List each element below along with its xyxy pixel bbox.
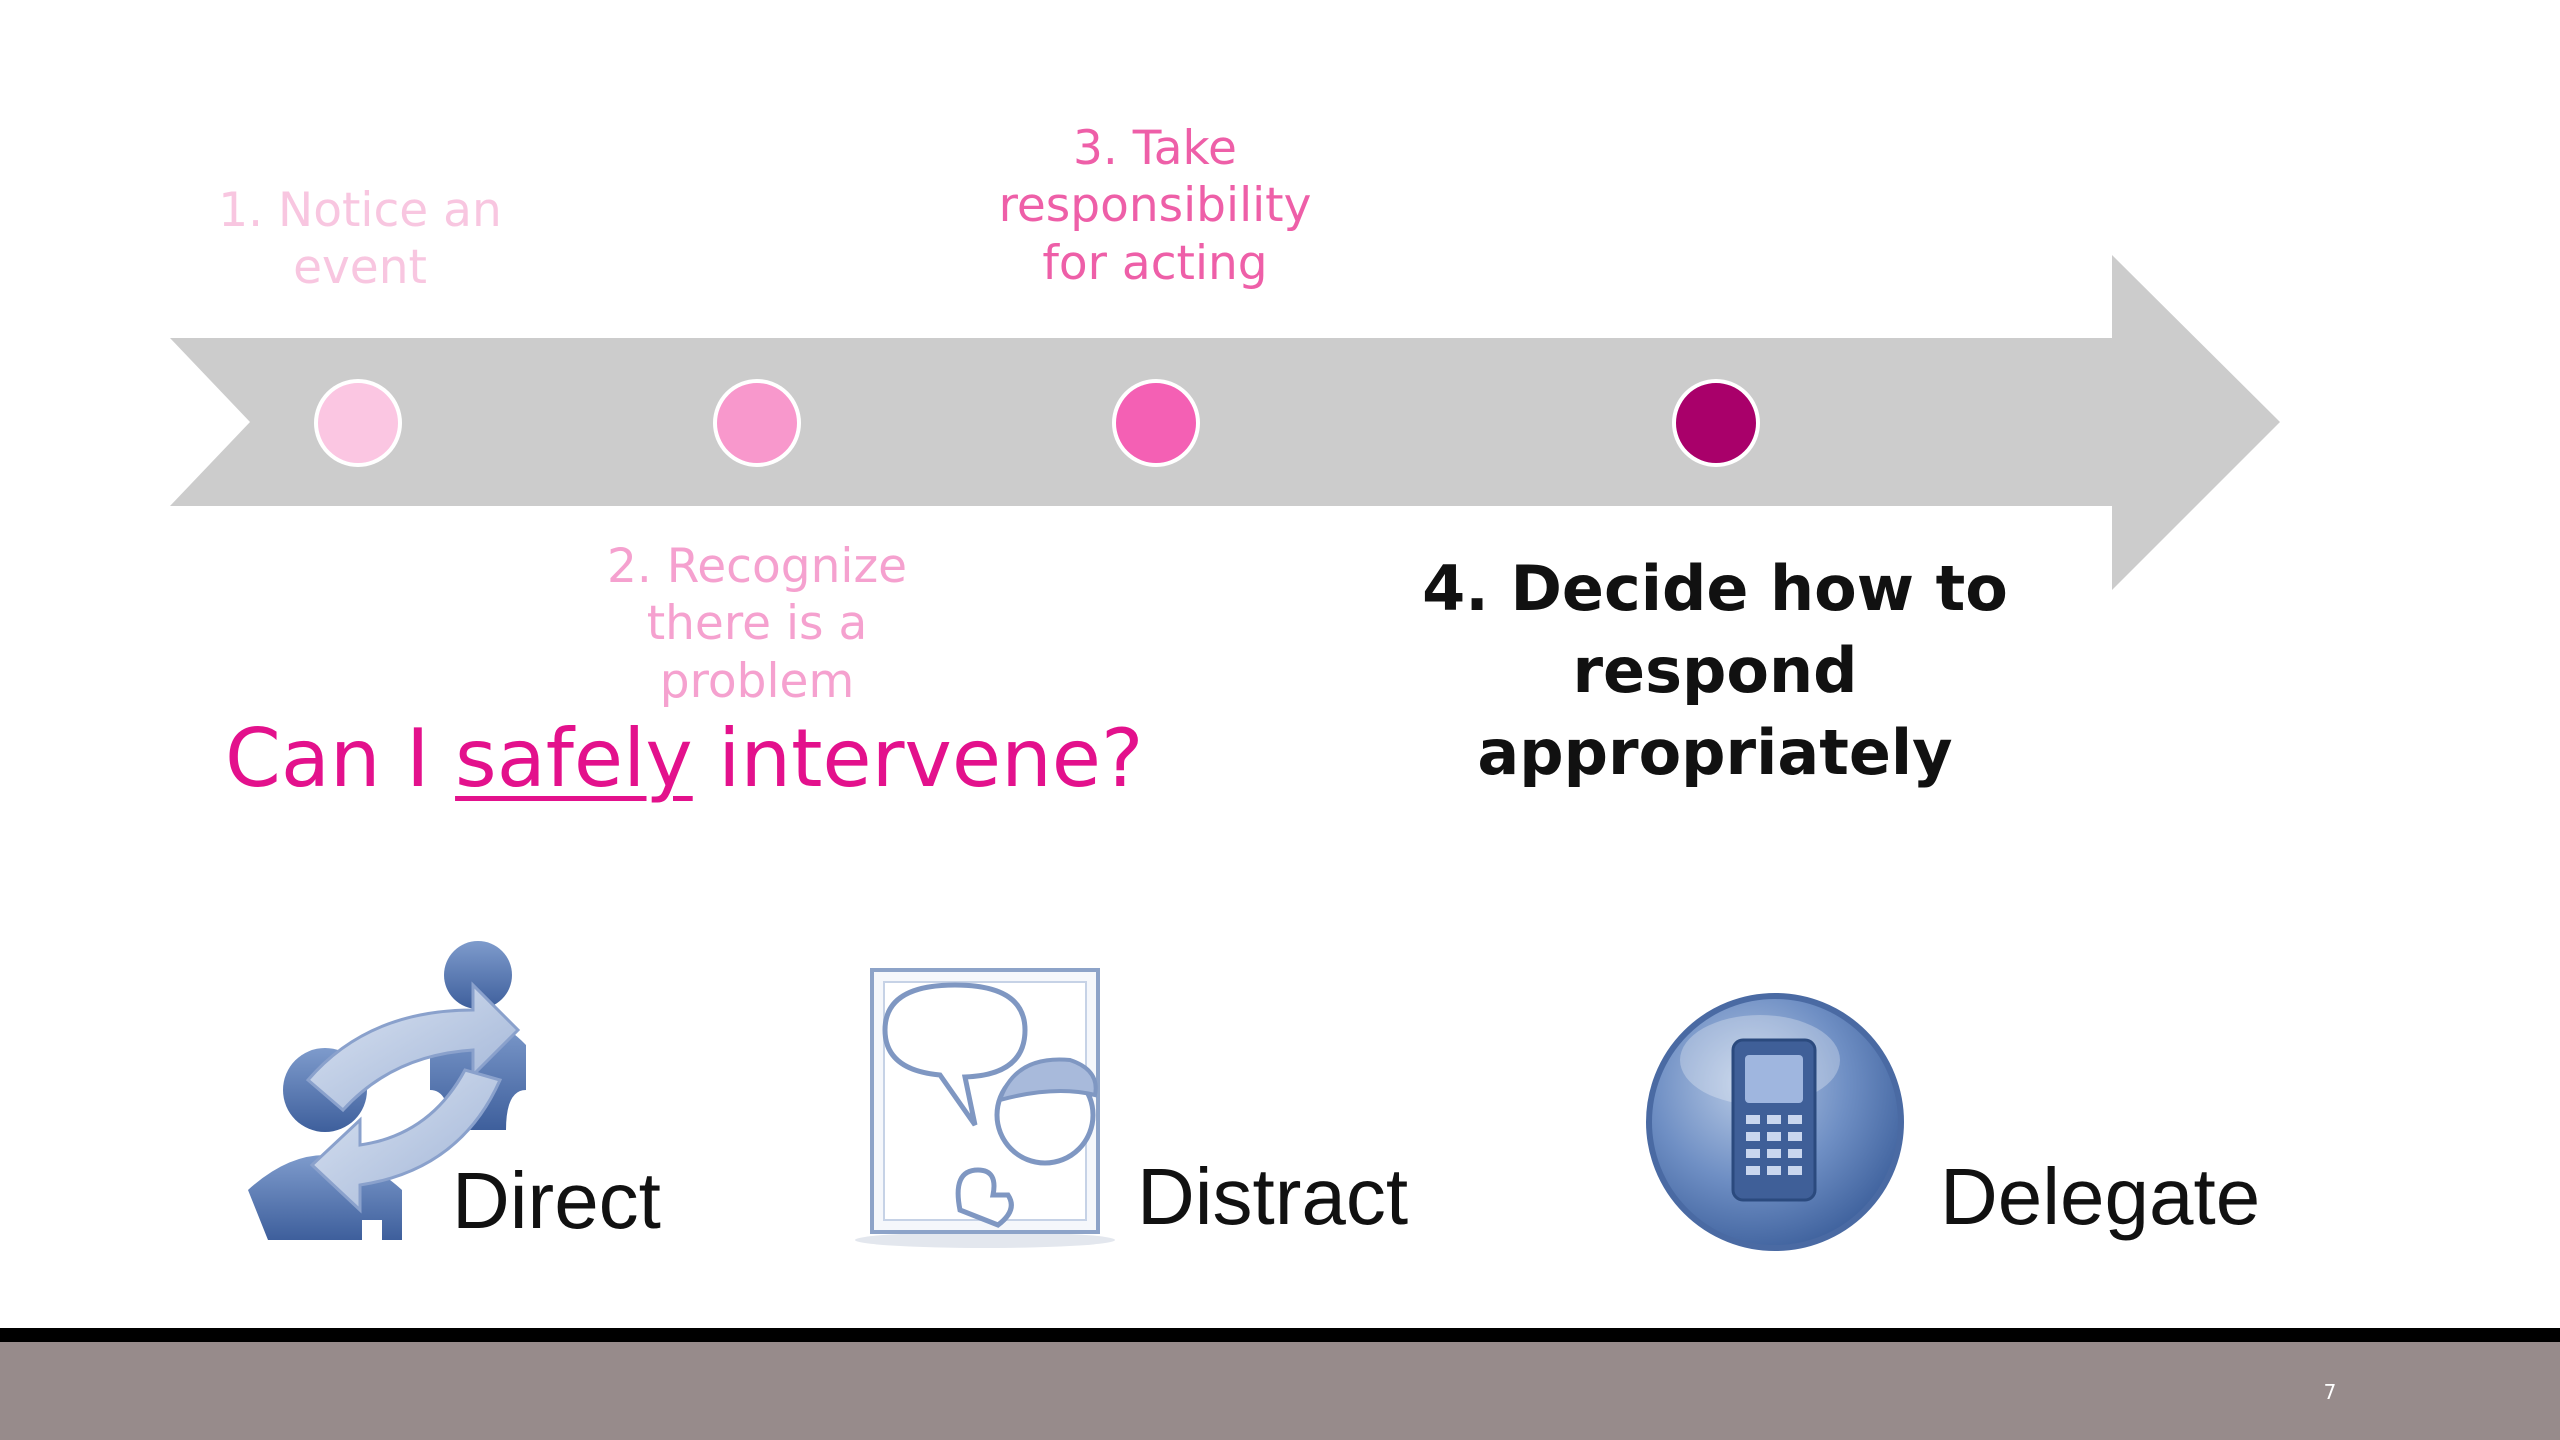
process-arrow <box>170 255 2280 590</box>
step-4-line-1: 4. Decide how to <box>1422 552 2008 625</box>
question-suffix: intervene? <box>692 712 1144 805</box>
option-direct-label: Direct <box>452 1156 661 1245</box>
step-3-label: 3. Take responsibility for acting <box>975 120 1335 292</box>
step-1-dot <box>314 379 402 467</box>
step-4-line-3: appropriately <box>1477 715 1953 789</box>
step-3-dot <box>1112 379 1200 467</box>
mobile-phone-icon <box>1646 993 1904 1251</box>
step-3-line-3: for acting <box>1042 235 1268 291</box>
step-2-dot <box>713 379 801 467</box>
footer-divider <box>0 1328 2560 1342</box>
page-number: 7 <box>2323 1380 2337 1404</box>
step-4-line-2: respond <box>1572 633 1858 707</box>
step-2-line-3: problem <box>659 653 855 709</box>
step-2-line-1: 2. Recognize <box>606 539 908 594</box>
step-1-line-1: 1. Notice an <box>218 183 502 238</box>
question-prefix: Can I <box>225 712 456 805</box>
step-4-dot <box>1672 379 1760 467</box>
option-distract-label: Distract <box>1137 1152 1409 1241</box>
safety-question: Can I safely intervene? <box>225 712 1143 805</box>
step-3-line-1: 3. Take <box>1073 121 1237 176</box>
step-1-line-2: event <box>293 240 427 296</box>
footer-bar <box>0 1342 2560 1440</box>
step-3-line-2: responsibility <box>998 178 1312 234</box>
two-people-exchange-icon <box>248 941 526 1240</box>
question-emphasis: safely <box>455 712 693 805</box>
step-4-label: 4. Decide how to respond appropriately <box>1370 548 2060 793</box>
step-1-label: 1. Notice an event <box>205 182 515 297</box>
step-2-label: 2. Recognize there is a problem <box>597 538 917 710</box>
option-delegate-label: Delegate <box>1940 1152 2261 1241</box>
step-2-line-2: there is a <box>646 596 868 652</box>
speech-bubble-person-icon <box>855 968 1115 1248</box>
